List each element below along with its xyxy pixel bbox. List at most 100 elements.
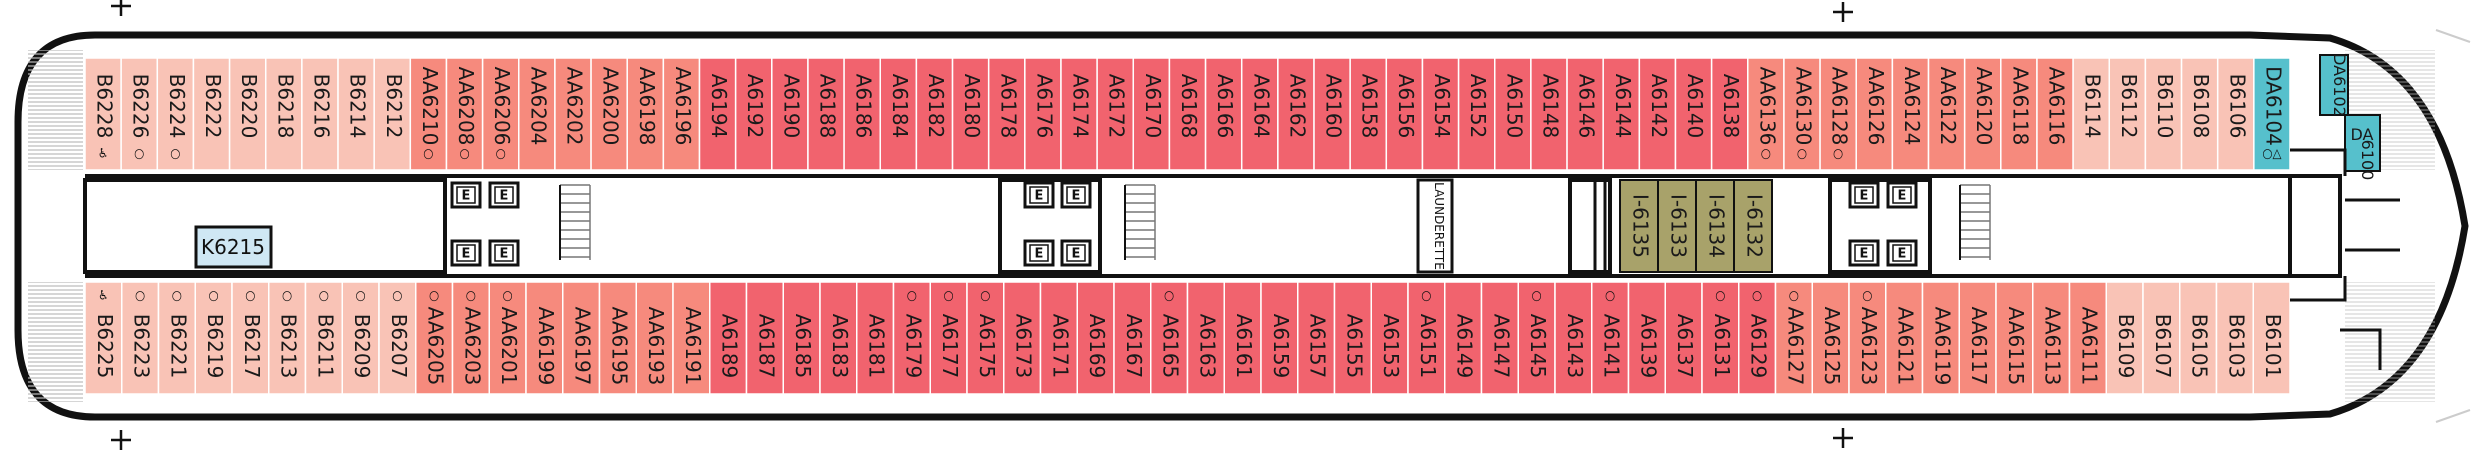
- cabin-a6151[interactable]: A6151○: [1407, 281, 1446, 395]
- cabin-a6182[interactable]: A6182: [915, 57, 954, 171]
- cabin-a6190[interactable]: A6190: [771, 57, 809, 171]
- cabin-a6179[interactable]: A6179○: [892, 281, 931, 395]
- cabin-aa6196[interactable]: AA6196: [662, 57, 701, 171]
- cabin-a6153[interactable]: A6153: [1370, 281, 1409, 395]
- cabin-aa6197[interactable]: AA6197: [562, 281, 601, 395]
- cabin-a6172[interactable]: A6172: [1096, 57, 1135, 171]
- cabin-a6183[interactable]: A6183: [819, 281, 858, 395]
- cabin-b6219[interactable]: B6219○: [194, 281, 233, 395]
- cabin-aa6210[interactable]: AA6210○: [409, 57, 448, 171]
- cabin-a6188[interactable]: A6188: [807, 57, 845, 171]
- cabin-a6156[interactable]: A6156: [1385, 57, 1424, 171]
- cabin-a6178[interactable]: A6178: [987, 57, 1026, 171]
- cabin-aa6119[interactable]: AA6119: [1921, 281, 1960, 395]
- cabin-aa6201[interactable]: AA6201○: [488, 281, 527, 395]
- cabin-a6138[interactable]: A6138: [1710, 57, 1749, 171]
- cabin-aa6116[interactable]: AA6116: [2036, 57, 2074, 171]
- cabin-b6109[interactable]: B6109: [2105, 281, 2144, 395]
- cabin-a6174[interactable]: A6174: [1060, 57, 1098, 171]
- cabin-aa6204[interactable]: AA6204: [518, 57, 556, 171]
- cabin-aa6128[interactable]: AA6128○: [1819, 57, 1857, 171]
- cabin-b6107[interactable]: B6107: [2142, 281, 2181, 395]
- cabin-aa6113[interactable]: AA6113: [2032, 281, 2071, 395]
- cabin-a6194[interactable]: A6194: [698, 57, 737, 171]
- cabin-a6175[interactable]: A6175○: [966, 281, 1005, 395]
- cabin-aa6203[interactable]: AA6203○: [451, 281, 490, 395]
- cabin-a6129[interactable]: A6129○: [1738, 281, 1777, 395]
- cabin-a6144[interactable]: A6144: [1602, 57, 1641, 171]
- cabin-i-6132[interactable]: I-6132: [1733, 179, 1773, 273]
- cabin-b6212[interactable]: B6212: [373, 57, 412, 171]
- cabin-b6214[interactable]: B6214: [337, 57, 375, 171]
- cabin-b6222[interactable]: B6222: [192, 57, 231, 171]
- cabin-b6211[interactable]: B6211○: [304, 281, 343, 395]
- cabin-a6180[interactable]: A6180: [951, 57, 990, 171]
- cabin-a6161[interactable]: A6161: [1223, 281, 1262, 395]
- cabin-a6165[interactable]: A6165○: [1150, 281, 1189, 395]
- cabin-aa6193[interactable]: AA6193: [635, 281, 674, 395]
- cabin-aa6130[interactable]: AA6130○: [1783, 57, 1821, 171]
- cabin-b6112[interactable]: B6112: [2108, 57, 2147, 171]
- cabin-aa6205[interactable]: AA6205○: [415, 281, 454, 395]
- cabin-i-6135[interactable]: I-6135: [1619, 179, 1659, 273]
- cabin-b6223[interactable]: B6223○: [121, 281, 160, 395]
- cabin-b6228[interactable]: B6228♿: [84, 57, 122, 171]
- cabin-b6110[interactable]: B6110: [2144, 57, 2183, 171]
- cabin-a6141[interactable]: A6141○: [1591, 281, 1630, 395]
- cabin-a6158[interactable]: A6158: [1349, 57, 1388, 171]
- cabin-aa6195[interactable]: AA6195: [598, 281, 637, 395]
- cabin-aa6115[interactable]: AA6115: [1995, 281, 2034, 395]
- cabin-b6213[interactable]: B6213○: [268, 281, 307, 395]
- cabin-b6106[interactable]: B6106: [2216, 57, 2255, 171]
- cabin-aa6124[interactable]: AA6124: [1891, 57, 1930, 171]
- cabin-a6155[interactable]: A6155: [1333, 281, 1372, 395]
- cabin-a6168[interactable]: A6168: [1168, 57, 1207, 171]
- cabin-aa6127[interactable]: AA6127○: [1774, 281, 1813, 395]
- cabin-aa6191[interactable]: AA6191: [672, 281, 711, 395]
- cabin-aa6199[interactable]: AA6199: [525, 281, 564, 395]
- cabin-b6114[interactable]: B6114: [2072, 57, 2111, 171]
- cabin-b6108[interactable]: B6108: [2180, 57, 2219, 171]
- cabin-b6218[interactable]: B6218: [264, 57, 303, 171]
- cabin-a6186[interactable]: A6186: [843, 57, 881, 171]
- cabin-a6173[interactable]: A6173: [1003, 281, 1042, 395]
- k-cabin[interactable]: K6215: [194, 225, 273, 269]
- cabin-b6103[interactable]: B6103: [2215, 281, 2254, 395]
- cabin-i-6134[interactable]: I-6134: [1695, 179, 1735, 273]
- cabin-a6160[interactable]: A6160: [1313, 57, 1351, 171]
- cabin-aa6206[interactable]: AA6206○: [481, 57, 520, 171]
- cabin-b6217[interactable]: B6217○: [231, 281, 270, 395]
- cabin-a6181[interactable]: A6181: [856, 281, 895, 395]
- cabin-a6176[interactable]: A6176: [1024, 57, 1062, 171]
- cabin-b6101[interactable]: B6101: [2252, 281, 2291, 395]
- cabin-a6149[interactable]: A6149: [1444, 281, 1483, 395]
- cabin-b6216[interactable]: B6216: [301, 57, 339, 171]
- cabin-aa6200[interactable]: AA6200: [590, 57, 628, 171]
- cabin-a6192[interactable]: A6192: [734, 57, 773, 171]
- cabin-aa6123[interactable]: AA6123○: [1848, 281, 1887, 395]
- cabin-a6150[interactable]: A6150: [1494, 57, 1532, 171]
- cabin-a6139[interactable]: A6139: [1627, 281, 1666, 395]
- cabin-a6167[interactable]: A6167: [1113, 281, 1152, 395]
- cabin-b6221[interactable]: B6221○: [157, 281, 196, 395]
- cabin-a6157[interactable]: A6157: [1297, 281, 1336, 395]
- cabin-a6163[interactable]: A6163: [1186, 281, 1225, 395]
- cabin-a6154[interactable]: A6154: [1421, 57, 1460, 171]
- cabin-a6164[interactable]: A6164: [1240, 57, 1279, 171]
- cabin-a6152[interactable]: A6152: [1457, 57, 1496, 171]
- cabin-a6142[interactable]: A6142: [1638, 57, 1677, 171]
- cabin-a6185[interactable]: A6185: [782, 281, 821, 395]
- cabin-aa6198[interactable]: AA6198: [626, 57, 665, 171]
- cabin-aa6111[interactable]: AA6111: [2068, 281, 2107, 395]
- cabin-aa6120[interactable]: AA6120: [1963, 57, 2002, 171]
- cabin-a6187[interactable]: A6187: [745, 281, 784, 395]
- cabin-a6143[interactable]: A6143: [1554, 281, 1593, 395]
- cabin-b6209[interactable]: B6209○: [341, 281, 380, 395]
- cabin-b6207[interactable]: B6207○: [378, 281, 417, 395]
- cabin-a6171[interactable]: A6171: [1039, 281, 1078, 395]
- cabin-a6148[interactable]: A6148: [1530, 57, 1568, 171]
- cabin-aa6122[interactable]: AA6122: [1927, 57, 1966, 171]
- cabin-a6131[interactable]: A6131○: [1701, 281, 1740, 395]
- cabin-a6159[interactable]: A6159: [1260, 281, 1299, 395]
- cabin-b6224[interactable]: B6224○: [156, 57, 195, 171]
